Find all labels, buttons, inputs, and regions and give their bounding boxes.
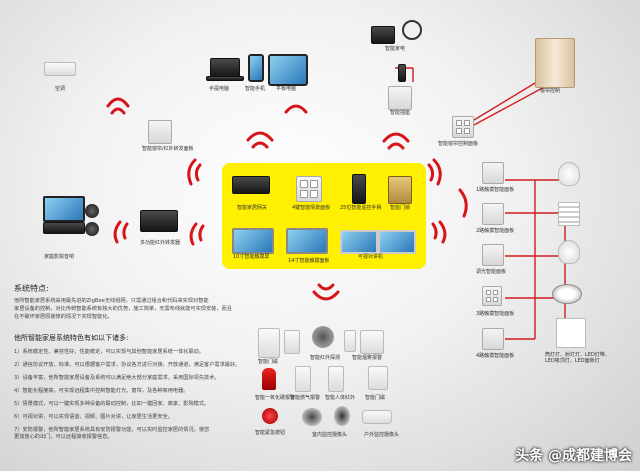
bulb-icon	[558, 162, 580, 186]
socket-label: 智能插座	[390, 110, 411, 116]
indoor-camera-icon	[334, 406, 350, 426]
panel-light-icon	[556, 318, 586, 348]
laptop-base	[206, 76, 244, 81]
touchscreen-14-icon	[286, 228, 328, 254]
touch2-label: 14寸智能触摸面板	[288, 258, 330, 264]
phone-label: 智能手机	[245, 86, 266, 92]
watermark: 头条 @成都建博会	[515, 448, 632, 464]
sensor5-label: 智能燃气报警	[290, 395, 321, 401]
benefit-7: 7）安防报警，他所智能家居系统具有安防报警功能，可以实时监控家居的情况，使您	[14, 427, 210, 433]
bullet-camera-icon	[362, 410, 392, 424]
dimmer-label: 调光智能面板	[476, 269, 507, 275]
av-receiver-icon	[43, 222, 85, 234]
siren-icon	[262, 368, 276, 390]
led-bulb-icon	[558, 240, 580, 264]
switch-2-icon	[482, 203, 504, 225]
sensor2-label: 智能红外探测	[310, 355, 341, 361]
cam2-label: 户外监控摄像头	[364, 432, 400, 438]
benefit-3: 3）设备丰富，他所智能家居设备及系统可以满足绝大部分家庭需求，采用国际领先技术。	[14, 375, 220, 381]
air-conditioner-icon	[44, 62, 76, 76]
downlight-icon	[552, 284, 582, 304]
video-label: 可视对讲机	[358, 254, 384, 260]
features-line-2: 家居设备的控制，对比传统智能系统有独大的优势，施工简单，无需布线就能可实现安装，…	[14, 306, 232, 312]
gas-sensor-icon	[360, 330, 384, 354]
remote-icon	[352, 174, 366, 204]
wall-panel-label: 智能窗帘/红外转发面板	[142, 146, 194, 152]
laptop-label: 手提电脑	[209, 86, 230, 92]
features-line-3: 在不破坏家居原装修的情况下实现智能化。	[14, 314, 113, 320]
switch3-label: 3路触摸智能面板	[476, 311, 515, 317]
plug-icon	[398, 64, 406, 82]
curtain-panel-label: 智能窗帘控制面板	[438, 141, 479, 147]
speaker-icon	[85, 204, 99, 218]
benefit-4: 4）智能化程度高，可实现远程集中控制智能灯光、窗帘，及各种家用电器。	[14, 388, 189, 394]
panel4-label: 4键智能情景面板	[292, 205, 331, 211]
dimmer-icon	[482, 244, 504, 266]
gas-alarm-icon	[328, 366, 344, 392]
sensor6-label: 智能人体红外	[325, 395, 356, 401]
tablet-icon	[268, 54, 308, 86]
dome-camera-icon	[302, 408, 322, 426]
appliances-label: 智能家电	[385, 46, 406, 52]
tablet-label: 平板电脑	[276, 86, 297, 92]
phone-icon	[248, 54, 264, 82]
door-sensor-icon	[258, 328, 280, 358]
benefit-5: 5）情景模式，可以一键实现多种设备的联动控制，比如一键回家、离家、影院模式。	[14, 401, 210, 407]
switch-4-icon	[482, 328, 504, 350]
lights-label: 筒灯灯、射灯灯、LED灯带、LED吸顶灯、LED面板灯	[545, 352, 610, 364]
sensor8-label: 智能门磁	[365, 395, 386, 401]
laptop-icon	[210, 58, 240, 78]
cfl-bulb-icon	[558, 202, 580, 226]
benefit-8: 更加放心的出门，可以远程接收报警信息。	[14, 434, 113, 440]
switch4-label: 4路触摸智能面板	[476, 353, 515, 359]
sensor1-label: 智能门磁	[258, 359, 279, 365]
curtain-label: 窗帘控制	[540, 88, 561, 94]
smart-socket-icon	[388, 86, 412, 110]
features-title: 系统特点:	[14, 284, 49, 293]
tv-icon	[371, 26, 395, 44]
av-label: 家庭影院音响	[44, 254, 75, 260]
switch-3-icon	[482, 286, 502, 306]
co-alarm-icon	[295, 366, 311, 392]
gateway-label: 智能家居网关	[237, 205, 268, 211]
benefit-2: 2）通信协议开放、标准，可以根据客户需求，协议各方进行对接，开放通道，满足客户需…	[14, 362, 241, 368]
remote-label: 25位智能遥控手柄	[340, 205, 382, 211]
wall-panel-icon	[148, 120, 172, 144]
ir-module-label: 多功能红外转发器	[140, 240, 181, 246]
benefit-6: 6）可视对讲，可以实现语音、视频、图片对讲，让家居生活更安全。	[14, 414, 173, 420]
speaker-icon	[85, 222, 99, 236]
touch1-label: 10寸智能触摸屏	[233, 254, 270, 260]
switch2-label: 2路触摸智能面板	[476, 228, 515, 234]
sensor7-label: 智能紧急按钮	[255, 430, 286, 436]
pir-sensor-icon	[368, 366, 388, 390]
curtain-panel-icon	[452, 116, 474, 138]
door-lock-icon	[388, 176, 412, 204]
benefits-title: 他所智能家居系统特色有如以下诸多:	[14, 334, 129, 342]
features-line-1: 他所智能家居系统采用最先进的ZigBee无线组网，只需通过组合和代码来实现对智能	[14, 298, 209, 304]
ac-label: 空调	[55, 86, 66, 92]
gateway-icon	[232, 176, 270, 194]
touchscreen-10-icon	[232, 228, 274, 254]
video-intercom-icon	[378, 230, 416, 254]
emergency-button-icon	[262, 408, 278, 424]
switch-1-icon	[482, 162, 504, 184]
sensor4-label: 智能一氧化碳报警	[255, 395, 296, 401]
curtain-icon	[535, 38, 575, 88]
switch1-label: 1路触摸智能面板	[476, 187, 515, 193]
cam1-label: 室内监控摄像头	[312, 432, 348, 438]
video-intercom-icon	[340, 230, 378, 254]
lock-label: 智能门锁	[390, 205, 411, 211]
motion-sensor-icon	[284, 330, 300, 354]
scene-panel-icon	[296, 176, 322, 202]
ir-transponder-icon	[140, 210, 178, 232]
sensor3-label: 智能烟雾报警	[352, 355, 383, 361]
window-sensor-icon	[344, 330, 356, 352]
home-theater-tv-icon	[43, 196, 85, 222]
smoke-detector-icon	[312, 326, 334, 348]
fan-icon	[402, 20, 422, 40]
benefit-1: 1）系统稳定性、兼容性好，性能稳定，可以实现与其他智能家居系统一体化联动。	[14, 349, 205, 355]
